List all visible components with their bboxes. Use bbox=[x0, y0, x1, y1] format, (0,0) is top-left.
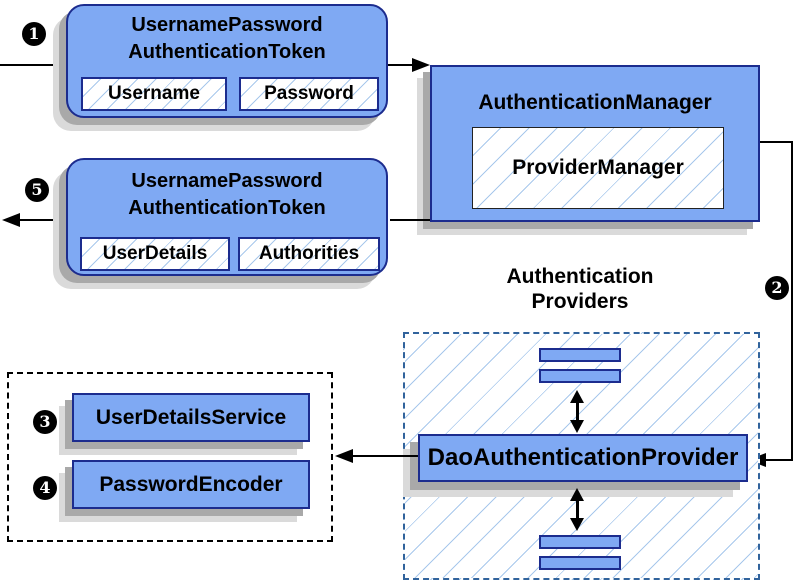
token-request-title: UsernamePassword AuthenticationToken bbox=[68, 12, 386, 66]
step-3-marker: 3 bbox=[33, 410, 57, 434]
provider-stack-bottom-bar-1 bbox=[539, 535, 621, 549]
user-details-field-box: UserDetails bbox=[80, 237, 230, 271]
authentication-providers-title-line2: Providers bbox=[531, 290, 629, 313]
token-request-title-line1: UsernamePassword bbox=[131, 14, 323, 36]
request-in-line bbox=[0, 64, 66, 66]
password-encoder-box: PasswordEncoder bbox=[72, 460, 310, 509]
top-double-arrow-line bbox=[576, 398, 579, 428]
authentication-providers-title-line1: Authentication bbox=[506, 265, 654, 288]
user-details-service-box: UserDetailsService bbox=[72, 393, 310, 442]
token-response-title: UsernamePassword AuthenticationToken bbox=[68, 168, 386, 222]
top-double-arrow-up-icon bbox=[570, 390, 584, 403]
token-to-manager-arrowhead-icon bbox=[412, 58, 430, 72]
manager-to-token-line bbox=[390, 219, 430, 221]
token-response-title-line2: AuthenticationToken bbox=[128, 197, 326, 219]
dao-to-services-line bbox=[352, 455, 418, 457]
services-area bbox=[7, 372, 333, 542]
username-password-token-request-box: UsernamePassword AuthenticationToken Use… bbox=[66, 4, 388, 118]
bottom-double-arrow-down-icon bbox=[570, 518, 584, 531]
response-out-line bbox=[18, 219, 66, 221]
provider-stack-top-bar-2 bbox=[539, 369, 621, 383]
dao-authentication-provider-box: DaoAuthenticationProvider bbox=[418, 434, 748, 482]
username-password-token-response-box: UsernamePassword AuthenticationToken Use… bbox=[66, 158, 388, 276]
step-1-marker: 1 bbox=[22, 22, 46, 46]
response-out-arrowhead-icon bbox=[2, 213, 20, 227]
provider-stack-top-bar-1 bbox=[539, 348, 621, 362]
manager-right-line bbox=[760, 141, 793, 143]
provider-manager-box: ProviderManager bbox=[472, 127, 724, 209]
bottom-double-arrow-line bbox=[576, 496, 579, 526]
username-field-box: Username bbox=[81, 77, 227, 111]
token-response-title-line1: UsernamePassword bbox=[131, 170, 323, 192]
step-2-marker: 2 bbox=[765, 276, 789, 300]
top-double-arrow-down-icon bbox=[570, 420, 584, 433]
authentication-manager-title: AuthenticationManager bbox=[478, 91, 712, 114]
step-5-marker: 5 bbox=[25, 178, 49, 202]
token-request-title-line2: AuthenticationToken bbox=[128, 41, 326, 63]
authorities-field-box: Authorities bbox=[238, 237, 380, 271]
password-field-box: Password bbox=[239, 77, 379, 111]
manager-down-line bbox=[791, 141, 793, 461]
authentication-manager-box: AuthenticationManager ProviderManager bbox=[430, 65, 760, 222]
token-to-manager-line bbox=[388, 64, 414, 66]
bottom-double-arrow-up-icon bbox=[570, 488, 584, 501]
line-into-dao bbox=[764, 459, 793, 461]
authentication-providers-title: Authentication Providers bbox=[455, 264, 705, 314]
step-4-marker: 4 bbox=[33, 476, 57, 500]
provider-stack-bottom-bar-2 bbox=[539, 556, 621, 570]
dao-to-services-arrowhead-icon bbox=[335, 449, 353, 463]
